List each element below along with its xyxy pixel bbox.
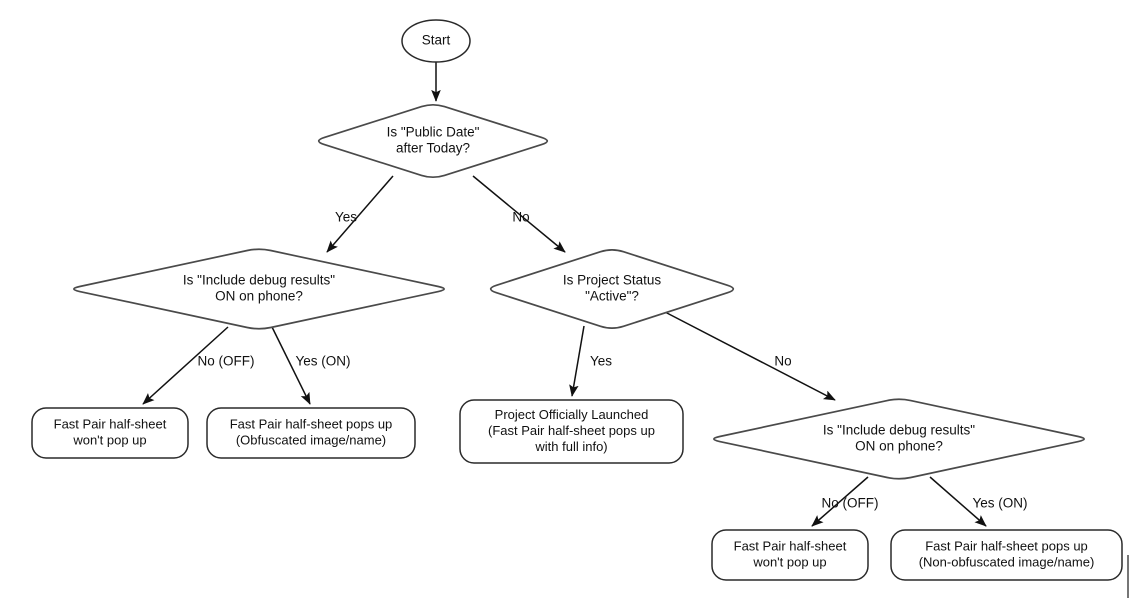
edge-d3-to-b3 bbox=[569, 325, 585, 397]
edge-label: Yes (ON) bbox=[295, 354, 350, 369]
edge-label: No bbox=[774, 354, 791, 369]
decision-shape bbox=[317, 103, 549, 179]
node-d3: Is Project Status"Active"? bbox=[489, 248, 735, 330]
nodes-layer: Start Is "Public Date"after Today? Is "Inc… bbox=[31, 19, 1123, 581]
process-shape bbox=[31, 407, 189, 459]
node-start: Start bbox=[401, 19, 471, 63]
node-text-line: after Today? bbox=[396, 141, 470, 156]
edge-label: No (OFF) bbox=[198, 354, 255, 369]
node-text-line: Is "Include debug results" bbox=[823, 423, 975, 438]
decision-shape bbox=[73, 248, 445, 330]
process-shape bbox=[711, 529, 869, 581]
decision-shape bbox=[489, 248, 735, 330]
node-d1: Is "Public Date"after Today? bbox=[317, 103, 549, 179]
node-text-line: Fast Pair half-sheet pops up bbox=[925, 538, 1088, 553]
node-text-line: (Fast Pair half-sheet pops up bbox=[488, 423, 655, 438]
edge-label: No bbox=[512, 210, 529, 225]
node-text-line: Start bbox=[422, 33, 451, 48]
node-text-line: Is "Include debug results" bbox=[183, 273, 335, 288]
node-text-line: ON on phone? bbox=[855, 439, 943, 454]
node-text-line: ON on phone? bbox=[215, 289, 303, 304]
edge-d1-to-d3 bbox=[472, 175, 566, 253]
node-text-line: won't pop up bbox=[72, 432, 146, 447]
edge-d4-to-b4 bbox=[811, 476, 869, 527]
edge-label: Yes bbox=[335, 210, 357, 225]
node-text-line: Is "Public Date" bbox=[387, 125, 480, 140]
node-text-line: Is Project Status bbox=[563, 273, 662, 288]
node-text-line: (Obfuscated image/name) bbox=[236, 432, 386, 447]
node-text-line: Fast Pair half-sheet pops up bbox=[230, 416, 393, 431]
edge-label: Yes (ON) bbox=[972, 496, 1027, 511]
terminal-shape bbox=[401, 19, 471, 63]
node-d2: Is "Include debug results"ON on phone? bbox=[73, 248, 445, 330]
edges-layer bbox=[142, 62, 987, 527]
edge-d1-to-d2 bbox=[326, 175, 394, 253]
node-b3: Project Officially Launched(Fast Pair ha… bbox=[459, 399, 684, 464]
edge-d2-to-b2 bbox=[271, 326, 311, 405]
node-text-line: with full info) bbox=[534, 439, 607, 454]
edge-d4-to-b5 bbox=[929, 476, 987, 527]
process-shape bbox=[206, 407, 416, 459]
node-d4: Is "Include debug results"ON on phone? bbox=[713, 398, 1085, 480]
node-text-line: "Active"? bbox=[585, 289, 639, 304]
process-shape bbox=[890, 529, 1123, 581]
node-text-line: Fast Pair half-sheet bbox=[734, 538, 847, 553]
node-text-line: Project Officially Launched bbox=[495, 407, 649, 422]
process-shape bbox=[459, 399, 684, 464]
node-text-line: Fast Pair half-sheet bbox=[54, 416, 167, 431]
node-b2: Fast Pair half-sheet pops up(Obfuscated … bbox=[206, 407, 416, 459]
edge-label: Yes bbox=[590, 354, 612, 369]
edge-d2-to-b1 bbox=[142, 326, 229, 405]
edge-label: No (OFF) bbox=[822, 496, 879, 511]
node-text-line: (Non-obfuscated image/name) bbox=[919, 554, 1095, 569]
decision-shape bbox=[713, 398, 1085, 480]
node-b5: Fast Pair half-sheet pops up(Non-obfusca… bbox=[890, 529, 1123, 581]
node-text-line: won't pop up bbox=[752, 554, 826, 569]
edge-d3-to-d4 bbox=[664, 311, 836, 401]
